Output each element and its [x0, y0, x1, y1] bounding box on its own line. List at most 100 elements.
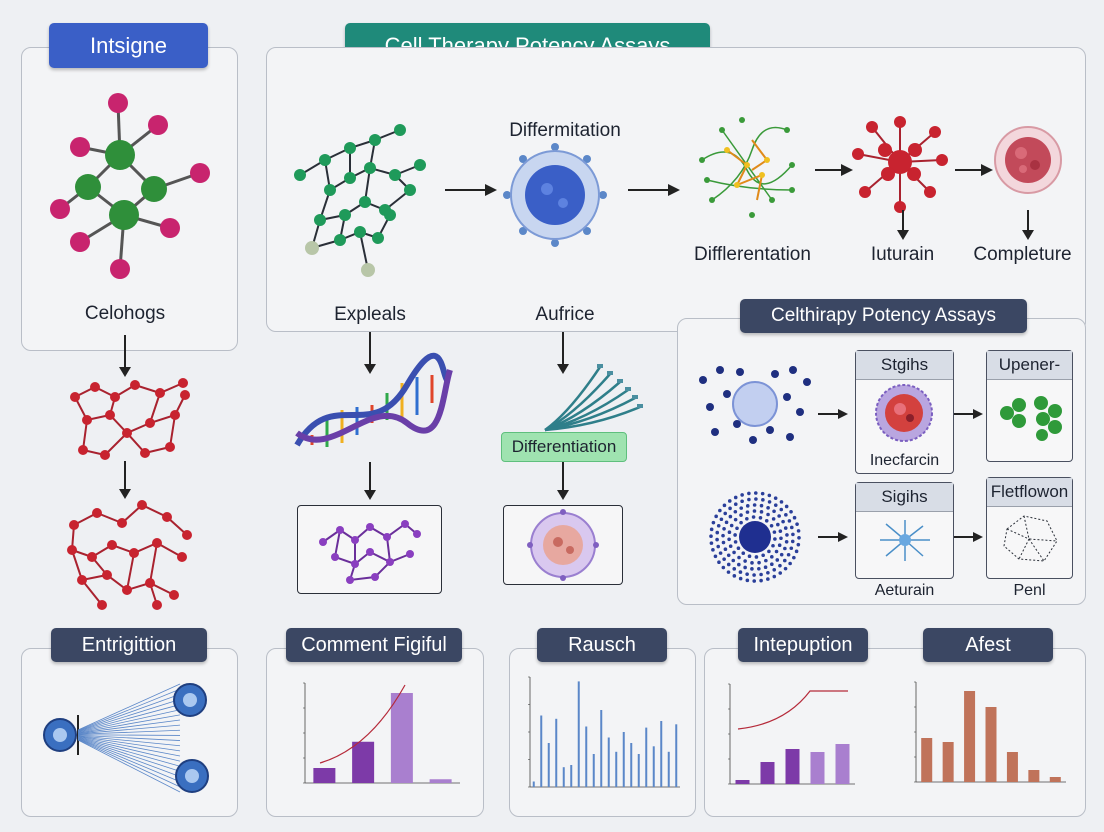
- rausch-bar-19: [675, 724, 678, 787]
- bottom-panel-3: [509, 648, 696, 817]
- bottom-panel-4: [704, 648, 1086, 817]
- arrow-4: [955, 164, 993, 176]
- bottom-panel-3-tag: Rausch: [537, 628, 667, 662]
- dna-helix-icon: [294, 352, 453, 447]
- right-box-4: Fletflowon Penl: [986, 477, 1073, 599]
- arrow-2: [628, 184, 680, 196]
- right-box-3: Sigihs Aeturain: [855, 482, 954, 599]
- afest-bar-5: [1028, 770, 1040, 782]
- rausch-bar-10: [607, 737, 610, 787]
- rausch-bar-16: [652, 746, 655, 787]
- left-panel-label: Celohogs: [84, 303, 166, 324]
- right-panel-arrows: [818, 409, 983, 542]
- afest-bar-3: [985, 707, 997, 782]
- rausch-bar-0: [532, 781, 535, 787]
- top-center-heading: Differmitation: [509, 120, 621, 141]
- right-box-2-head: Upener-: [987, 351, 1072, 380]
- rausch-bar-12: [622, 732, 625, 787]
- rausch-bar-6: [577, 681, 580, 787]
- right-box-1-head: Stgihs: [856, 351, 953, 380]
- top-flow-label-2: Iuturain: [870, 244, 935, 265]
- blue-starburst-icon: [880, 520, 930, 561]
- intepuption-bar-0: [735, 780, 750, 784]
- mid-right-label: Aufrice: [535, 304, 595, 325]
- top-flow-label-1: Difflerentation: [694, 244, 811, 265]
- chart-afest: [914, 681, 1066, 783]
- figiful-bar-3: [429, 779, 452, 783]
- mesh-network-icon: [1003, 515, 1058, 562]
- dense-dot-cell-icon: [709, 491, 801, 583]
- rausch-bar-14: [637, 754, 640, 787]
- rausch-bar-2: [547, 743, 550, 787]
- intepuption-bar-3: [810, 752, 825, 784]
- bottom-panel-1-tag: Entrigittion: [51, 628, 207, 662]
- rausch-bar-8: [592, 754, 595, 787]
- afest-bar-4: [1006, 752, 1018, 782]
- lavender-cell-icon: [527, 509, 599, 581]
- chart-comment-figiful: [303, 682, 460, 784]
- rausch-bar-11: [615, 751, 618, 787]
- bottom-panel-5-tag: Afest: [923, 628, 1053, 662]
- figiful-bar-1: [352, 741, 375, 783]
- right-box-1-foot: Inecfarcin: [869, 452, 940, 469]
- pink-cell-icon: [994, 126, 1062, 194]
- arrow-1: [445, 184, 497, 196]
- afest-bar-1: [942, 742, 954, 782]
- afest-bar-6: [1049, 777, 1061, 782]
- bottom-panel-4-tag: Intepuption: [738, 628, 868, 662]
- right-panel-tag: Celthirapy Potency Assays: [740, 299, 1027, 333]
- differentiation-tag: Differentiation: [501, 432, 627, 462]
- rausch-bar-13: [630, 743, 633, 787]
- red-molecule-icon: [70, 378, 190, 460]
- fiber-bundle-icon: [544, 364, 643, 432]
- left-arrows: [119, 335, 131, 499]
- rausch-bar-17: [660, 721, 663, 787]
- scattered-cluster-icon: [699, 117, 795, 218]
- rausch-bar-7: [585, 726, 588, 787]
- right-box-4-foot: Penl: [1013, 582, 1046, 599]
- beam-cells-icon: [43, 683, 209, 793]
- left-molecule-icon: [50, 93, 210, 279]
- rausch-bar-4: [562, 767, 565, 787]
- purple-molecule-icon: [319, 520, 421, 584]
- rausch-bar-18: [667, 751, 670, 787]
- bottom-panel-2: [266, 648, 484, 817]
- right-box-4-head: Fletflowon: [987, 478, 1072, 507]
- chart-intepuption: [728, 683, 855, 785]
- green-network-icon: [294, 124, 426, 277]
- bottom-panel-2-tag: Comment Figiful: [286, 628, 462, 662]
- figiful-bar-2: [390, 693, 413, 783]
- mid-left-label: Expleals: [334, 304, 406, 325]
- afest-bar-2: [964, 691, 976, 782]
- red-cluster-icon: [852, 116, 948, 213]
- right-box-2: Upener-: [986, 350, 1073, 462]
- red-nucleus-icon: [875, 384, 933, 442]
- blue-cell-icon: [503, 143, 607, 247]
- intepuption-bar-1: [760, 762, 775, 784]
- right-box-1: Stgihs Inecfarcin: [855, 350, 954, 474]
- rausch-bar-5: [570, 765, 573, 787]
- right-box-3-head: Sigihs: [856, 483, 953, 512]
- rausch-bar-9: [600, 710, 603, 787]
- right-box-3-foot: Aeturain: [874, 582, 935, 599]
- rausch-bar-3: [555, 718, 558, 787]
- blue-dot-cell-icon: [699, 366, 811, 444]
- rausch-bar-1: [540, 715, 543, 787]
- green-cells-icon: [1000, 396, 1062, 441]
- chart-rausch: [528, 676, 680, 788]
- left-panel-tag: Intsigne: [49, 23, 208, 68]
- afest-bar-0: [921, 738, 933, 782]
- top-flow-label-3: Completure: [973, 244, 1072, 265]
- rausch-bar-15: [645, 727, 648, 787]
- down-arrows-top: [897, 210, 1034, 240]
- intepuption-bar-2: [785, 749, 800, 784]
- intepuption-trend-line: [737, 690, 848, 730]
- mid-down-arrows: [364, 332, 569, 500]
- red-network-icon: [67, 500, 192, 610]
- figiful-trend-line: [319, 684, 406, 764]
- nucleus-dot: [739, 521, 771, 553]
- left-panel: [21, 47, 238, 351]
- arrow-3: [815, 164, 853, 176]
- intepuption-bar-4: [835, 744, 850, 784]
- figiful-bar-0: [313, 768, 336, 783]
